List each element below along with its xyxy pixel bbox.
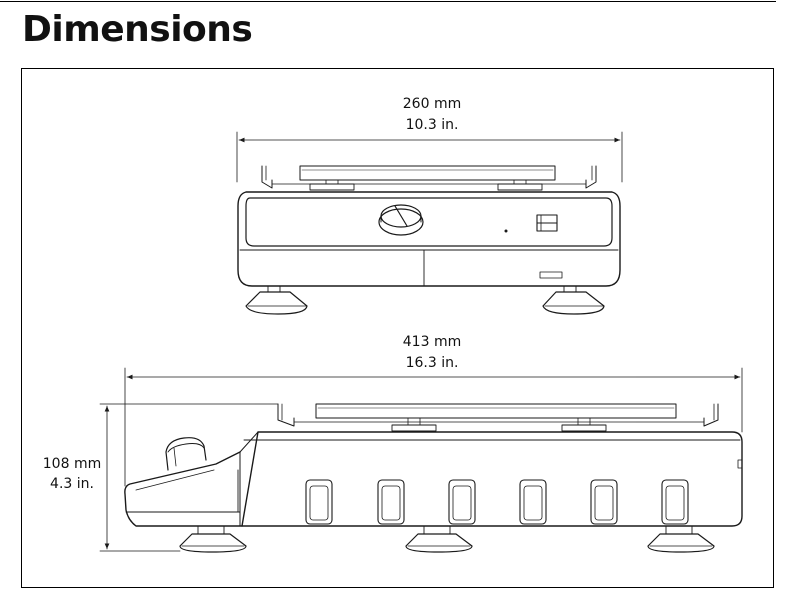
front-feet bbox=[245, 285, 605, 315]
length-metric-label: 413 mm bbox=[403, 334, 461, 350]
knob-icon bbox=[378, 204, 424, 236]
drawing-frame bbox=[21, 68, 774, 588]
height-dimension-line bbox=[99, 403, 279, 552]
side-knob-icon bbox=[165, 437, 207, 471]
height-imperial-label: 4.3 in. bbox=[50, 476, 94, 492]
top-rule bbox=[0, 1, 776, 2]
indicator-light-icon bbox=[504, 229, 508, 233]
width-metric-label: 260 mm bbox=[403, 96, 461, 112]
side-view bbox=[99, 367, 743, 553]
height-metric-label: 108 mm bbox=[43, 456, 101, 472]
page-title: Dimensions bbox=[22, 9, 253, 50]
front-view bbox=[236, 131, 623, 315]
power-switch-icon bbox=[536, 214, 558, 232]
side-feet bbox=[179, 525, 715, 553]
width-dimension-line bbox=[236, 131, 623, 183]
length-dimension-line bbox=[124, 367, 743, 487]
width-imperial-label: 10.3 in. bbox=[406, 117, 459, 133]
length-imperial-label: 16.3 in. bbox=[406, 355, 459, 371]
vent-slots bbox=[305, 479, 689, 525]
